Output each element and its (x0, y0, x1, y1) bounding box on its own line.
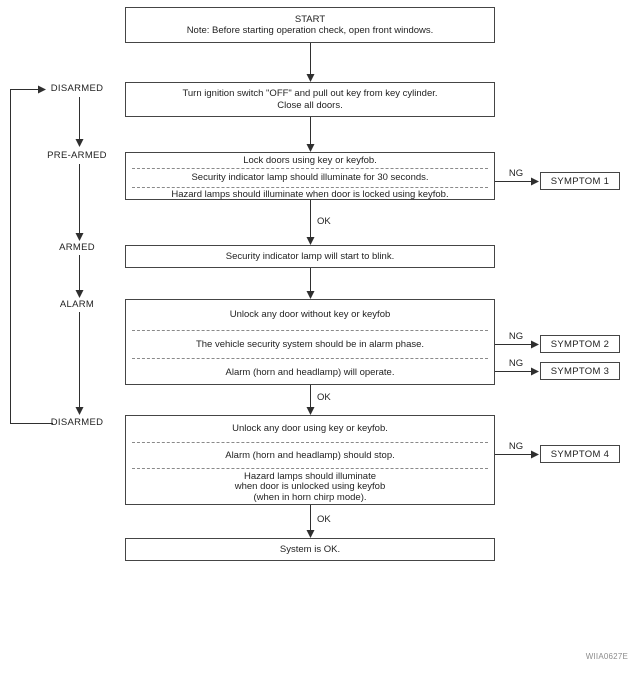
arrow-blink-to-alarmcheck (306, 268, 315, 299)
dashed-divider (132, 468, 488, 469)
ok-label-1: OK (317, 216, 331, 227)
system-ok-box: System is OK. (125, 538, 495, 561)
dashed-divider (132, 187, 488, 188)
arrow-armed-to-alarm (75, 255, 84, 298)
check-step: Hazard lamps should illuminate when door… (126, 469, 494, 506)
check-step: Unlock any door using key or keyfob. (232, 423, 388, 435)
arrow-disarmcheck-to-end (306, 505, 315, 538)
arrow-disarmed-to-prearmed (75, 97, 84, 147)
check-step: Security indicator lamp should illuminat… (191, 172, 429, 184)
arrow-ng-symptom-2 (495, 340, 539, 349)
symptom-4-box: SYMPTOM 4 (540, 445, 620, 463)
ignition-off-box: Turn ignition switch "OFF" and pull out … (125, 82, 495, 117)
check-step: Alarm (horn and headlamp) should stop. (225, 449, 395, 461)
state-label-armed: ARMED (59, 242, 95, 253)
symptom-2-box: SYMPTOM 2 (540, 335, 620, 353)
arrow-alarm-to-disarmed (75, 312, 84, 415)
arrow-alarmcheck-to-disarmcheck (306, 385, 315, 415)
start-note: Note: Before starting operation check, o… (186, 25, 434, 36)
start-title: START (294, 13, 326, 25)
check-step-line: when door is unlocked using keyfob (234, 481, 386, 493)
disarm-check-box: Unlock any door using key or keyfob. Ala… (125, 415, 495, 505)
ignition-line-2: Close all doors. (277, 99, 343, 111)
arrow-ng-symptom-4 (495, 450, 539, 459)
dashed-divider (132, 168, 488, 169)
armed-blink-box: Security indicator lamp will start to bl… (125, 245, 495, 268)
dashed-divider (132, 330, 488, 331)
ignition-line-1: Turn ignition switch "OFF" and pull out … (182, 88, 438, 99)
check-step: Alarm (horn and headlamp) will operate. (225, 366, 395, 378)
armed-text: Security indicator lamp will start to bl… (225, 250, 395, 262)
alarm-check-box: Unlock any door without key or keyfob Th… (125, 299, 495, 385)
ng-label-2: NG (508, 331, 524, 342)
check-step: The vehicle security system should be in… (195, 338, 425, 350)
arrow-ng-symptom-1 (495, 177, 539, 186)
pre-armed-check-box: Lock doors using key or keyfob. Security… (125, 152, 495, 200)
state-label-disarmed-bottom: DISARMED (50, 417, 104, 428)
state-label-disarmed-top: DISARMED (50, 83, 104, 94)
state-label-pre-armed: PRE-ARMED (47, 150, 107, 161)
check-step: Unlock any door without key or keyfob (229, 309, 391, 321)
ng-label-4: NG (508, 441, 524, 452)
arrow-lockcheck-to-blink (306, 200, 315, 245)
arrow-start-to-ignition (306, 43, 315, 82)
check-step: Lock doors using key or keyfob. (243, 154, 377, 166)
figure-code: WIIA0627E (585, 652, 628, 661)
loop-disarmed-return-line (10, 85, 53, 424)
state-label-alarm: ALARM (59, 299, 95, 310)
end-text: System is OK. (279, 543, 341, 555)
check-step-line: Hazard lamps should illuminate (243, 470, 376, 482)
arrow-ignition-to-lockcheck (306, 117, 315, 152)
arrow-prearmed-to-armed (75, 164, 84, 241)
check-step-line: (when in horn chirp mode). (253, 491, 367, 503)
dashed-divider (132, 358, 488, 359)
ok-label-3: OK (317, 514, 331, 525)
ok-label-2: OK (317, 392, 331, 403)
symptom-3-box: SYMPTOM 3 (540, 362, 620, 380)
symptom-1-box: SYMPTOM 1 (540, 172, 620, 190)
arrow-ng-symptom-3 (495, 367, 539, 376)
check-step: Hazard lamps should illuminate when door… (171, 188, 449, 200)
start-box: START Note: Before starting operation ch… (125, 7, 495, 43)
dashed-divider (132, 442, 488, 443)
ng-label-3: NG (508, 358, 524, 369)
ng-label-1: NG (508, 168, 524, 179)
